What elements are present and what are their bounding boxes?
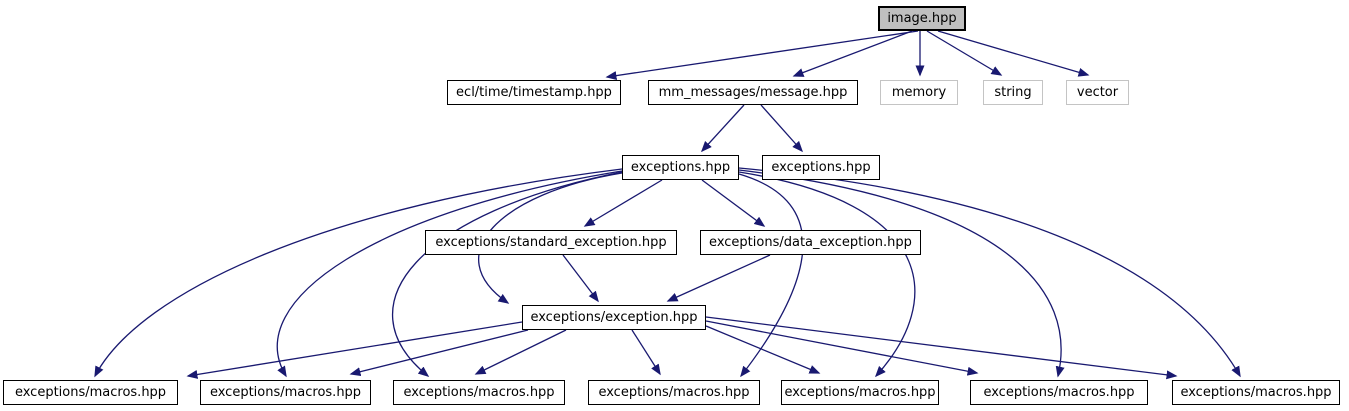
graph-node-label: exceptions/exception.hpp [530, 310, 698, 325]
include-edge-exc1-std_exc [583, 179, 663, 227]
graph-node-label: exceptions/macros.hpp [1180, 385, 1332, 400]
graph-node-macros2[interactable]: exceptions/macros.hpp [200, 380, 371, 405]
include-edge-exception-macros3 [474, 329, 567, 375]
graph-node-label: exceptions/macros.hpp [209, 385, 362, 400]
graph-node-label: exceptions/standard_exception.hpp [435, 235, 667, 250]
include-edge-std_exc-exception [562, 254, 599, 303]
graph-node-label: exceptions.hpp [630, 160, 731, 175]
include-edge-exception-macros1 [186, 321, 523, 379]
include-edge-data_exc-exception [666, 254, 771, 302]
graph-node-label: exceptions/macros.hpp [983, 385, 1135, 400]
graph-node-macros3[interactable]: exceptions/macros.hpp [393, 380, 565, 405]
graph-node-string: string [983, 80, 1043, 105]
graph-node-std_exc[interactable]: exceptions/standard_exception.hpp [425, 230, 677, 255]
graph-node-vector: vector [1066, 80, 1129, 105]
graph-node-label: exceptions.hpp [771, 160, 871, 175]
graph-node-label: vector [1076, 85, 1119, 100]
graph-node-macros5[interactable]: exceptions/macros.hpp [781, 380, 939, 405]
include-edge-exception-macros7 [705, 316, 1178, 380]
include-edge-image-string [926, 30, 1003, 76]
graph-node-label: exceptions/macros.hpp [403, 385, 555, 400]
include-edge-exception-macros5 [705, 325, 821, 374]
include-edge-message-exc1 [700, 104, 745, 153]
include-edge-exception-macros4 [631, 329, 661, 376]
graph-node-label: image.hpp [887, 11, 957, 26]
include-edge-exc1-macros7 [738, 167, 1241, 378]
graph-node-image: image.hpp [878, 6, 966, 31]
graph-node-memory: memory [880, 80, 958, 105]
graph-node-label: ecl/time/timestamp.hpp [456, 85, 612, 100]
graph-node-macros6[interactable]: exceptions/macros.hpp [970, 380, 1148, 405]
include-edge-exception-macros6 [705, 320, 979, 376]
include-edge-exc1-macros4 [738, 173, 804, 378]
graph-node-label: exceptions/macros.hpp [784, 385, 936, 400]
graph-node-message[interactable]: mm_messages/message.hpp [648, 80, 858, 105]
include-edge-image-timestamp [605, 30, 919, 81]
include-edge-exc1-data_exc [701, 179, 766, 227]
graph-node-timestamp[interactable]: ecl/time/timestamp.hpp [447, 80, 621, 105]
include-edge-exception-macros2 [349, 329, 529, 377]
include-edge-exc1-macros1 [94, 168, 623, 378]
include-edge-exc1-macros6 [738, 169, 1065, 378]
include-edge-exc1-macros5 [738, 171, 916, 378]
graph-node-data_exc[interactable]: exceptions/data_exception.hpp [700, 230, 921, 255]
graph-node-label: exceptions/macros.hpp [598, 385, 750, 400]
graph-node-macros4[interactable]: exceptions/macros.hpp [588, 380, 760, 405]
graph-node-label: memory [891, 85, 947, 100]
include-edge-image-vector [937, 30, 1090, 77]
graph-node-macros1[interactable]: exceptions/macros.hpp [3, 380, 178, 405]
graph-node-label: mm_messages/message.hpp [658, 85, 848, 100]
graph-node-exc1[interactable]: exceptions.hpp [622, 155, 739, 180]
include-edge-message-exc2 [760, 104, 803, 153]
include-edge-exc1-macros2 [276, 170, 623, 378]
graph-node-label: exceptions/macros.hpp [14, 385, 167, 400]
include-edge-image-message [792, 30, 913, 77]
graph-node-macros7[interactable]: exceptions/macros.hpp [1172, 380, 1340, 405]
graph-node-label: string [994, 85, 1032, 100]
include-edge-exc1-macros3 [391, 171, 623, 377]
graph-node-exc2[interactable]: exceptions.hpp [762, 155, 880, 180]
graph-node-exception[interactable]: exceptions/exception.hpp [522, 305, 706, 330]
graph-node-label: exceptions/data_exception.hpp [709, 235, 912, 250]
